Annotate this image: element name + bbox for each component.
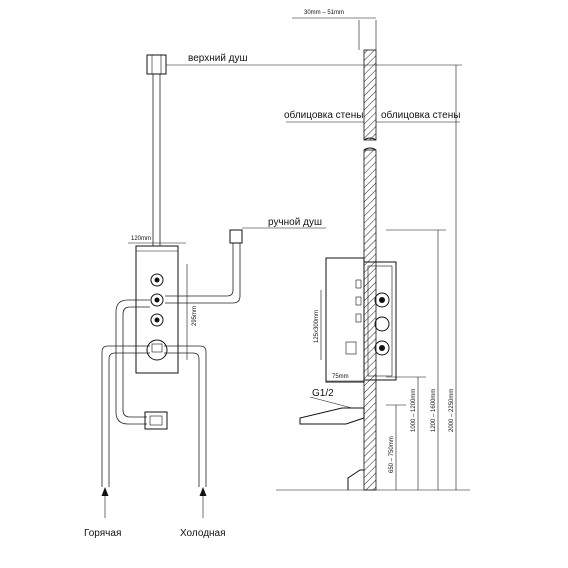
label-panel-height: 295mm xyxy=(192,306,198,326)
label-cold: Холодная xyxy=(180,528,226,539)
label-wall-cladding-right: облицовка стены xyxy=(381,109,460,121)
label-thread: G1/2 xyxy=(312,388,334,399)
wall-section xyxy=(363,49,377,491)
thermostat-knob xyxy=(146,339,168,361)
label-hand-shower: ручной душ xyxy=(268,217,322,228)
bath-spout xyxy=(299,396,365,425)
top-shower-head xyxy=(146,54,167,75)
hand-shower-outlet xyxy=(229,227,326,244)
label-dim-1200-1600: 1200 – 1600mm xyxy=(431,389,437,432)
label-dim-1000-1200: 1000 – 1200mm xyxy=(411,389,417,432)
diverter-knob-3 xyxy=(150,313,164,327)
hot-inlet-arrow xyxy=(101,487,109,518)
diverter-knob-1 xyxy=(150,273,164,287)
cold-water-pipe xyxy=(164,345,207,487)
valve-panel xyxy=(135,245,179,374)
cold-inlet-arrow xyxy=(199,487,207,518)
label-panel-width: 120mm xyxy=(131,236,151,242)
label-wall-thickness: 30mm – 51mm xyxy=(304,10,344,16)
hot-water-pipe xyxy=(101,345,150,487)
hand-shower-pipe xyxy=(165,243,241,304)
label-wall-cladding-left: облицовка стены xyxy=(284,109,363,121)
lower-outlet-pipe xyxy=(115,299,150,425)
mixer-box-side xyxy=(325,257,397,383)
top-shower-pipe xyxy=(152,74,161,246)
label-top-shower: верхний душ xyxy=(188,53,248,64)
label-depth: 75mm xyxy=(332,374,349,380)
label-box-height: 125x300mm xyxy=(314,310,320,343)
lower-outlet xyxy=(144,411,168,430)
wall-thickness-dimension xyxy=(292,17,377,50)
height-dimensions xyxy=(386,65,457,490)
label-dim-650-750: 650 – 750mm xyxy=(389,436,395,473)
label-dim-2000-2250: 2000 – 2250mm xyxy=(449,389,455,432)
floor-step xyxy=(347,469,364,490)
label-hot: Горячая xyxy=(84,528,121,539)
diverter-knob-2 xyxy=(150,293,164,307)
